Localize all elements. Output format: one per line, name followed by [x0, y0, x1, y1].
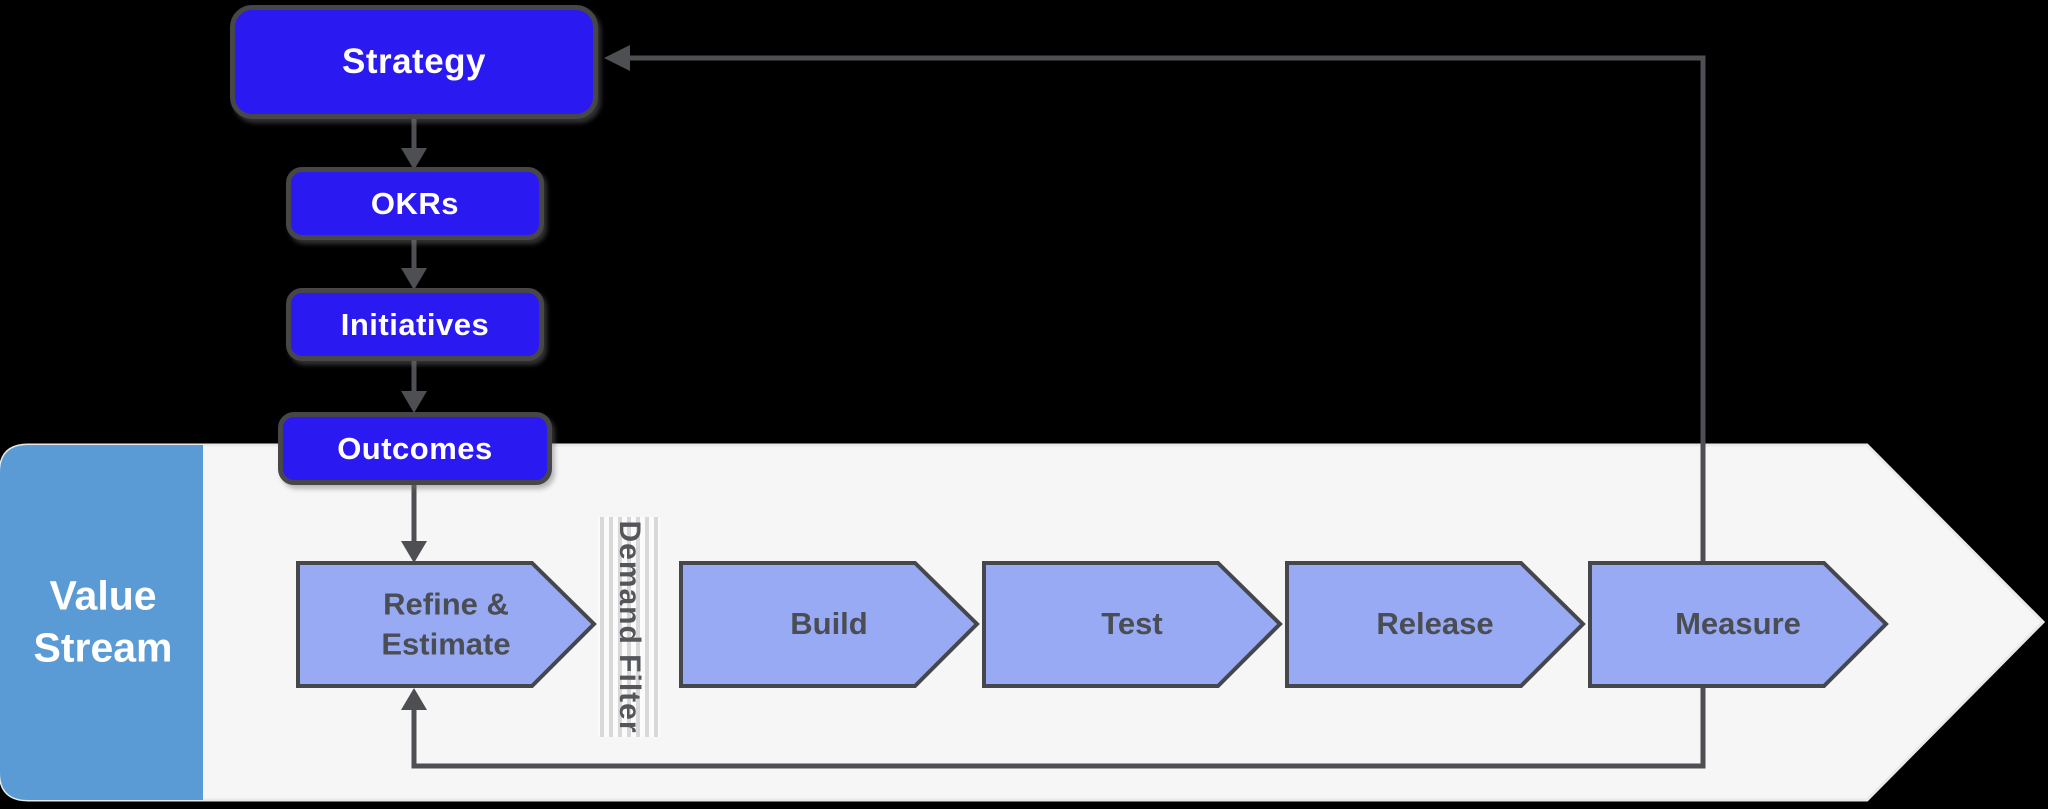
stage-label-test: Test [1101, 606, 1163, 642]
arrowhead-into-okrs [401, 148, 427, 170]
connector-measure-refine-loop [411, 685, 1706, 769]
connector-measure-strategy [628, 55, 1706, 563]
stage-label-measure: Measure [1675, 606, 1801, 642]
stage-label-release: Release [1376, 606, 1494, 642]
arrowhead-into-initiatives [401, 268, 427, 290]
okrs-box-label: OKRs [370, 185, 460, 221]
value-stream-label-shape [0, 445, 203, 800]
chevron-build [679, 561, 980, 688]
connector-lines [411, 55, 1706, 769]
initiatives-box-label: Initiatives [340, 306, 490, 342]
strategy-box-label: Strategy [341, 42, 487, 81]
chevron-test [982, 561, 1283, 688]
initiatives-box: Initiatives [286, 288, 544, 361]
outcomes-box: Outcomes [278, 412, 552, 485]
arrowhead-into-strategy [604, 45, 630, 71]
chevron-measure [1588, 561, 1889, 688]
demand-filter-stripes [598, 517, 660, 737]
arrowhead-into-refine-bottom [401, 688, 427, 710]
chevron-release [1285, 561, 1586, 688]
strategy-box: Strategy [230, 5, 598, 119]
okrs-box: OKRs [286, 167, 544, 240]
outcomes-box-label: Outcomes [337, 430, 493, 466]
demand-filter-label: Demand Filter [613, 520, 647, 734]
arrowhead-into-refine-top [401, 541, 427, 563]
chevron-refine-estimate [296, 561, 597, 688]
stage-label-refine-estimate: Refine & Estimate [381, 586, 511, 661]
connector-arrowheads [401, 45, 630, 710]
stage-label-build: Build [790, 606, 868, 642]
stage-chevrons [296, 561, 1889, 688]
arrowhead-into-outcomes [401, 391, 427, 413]
value-stream-title: Value Stream [33, 572, 173, 671]
